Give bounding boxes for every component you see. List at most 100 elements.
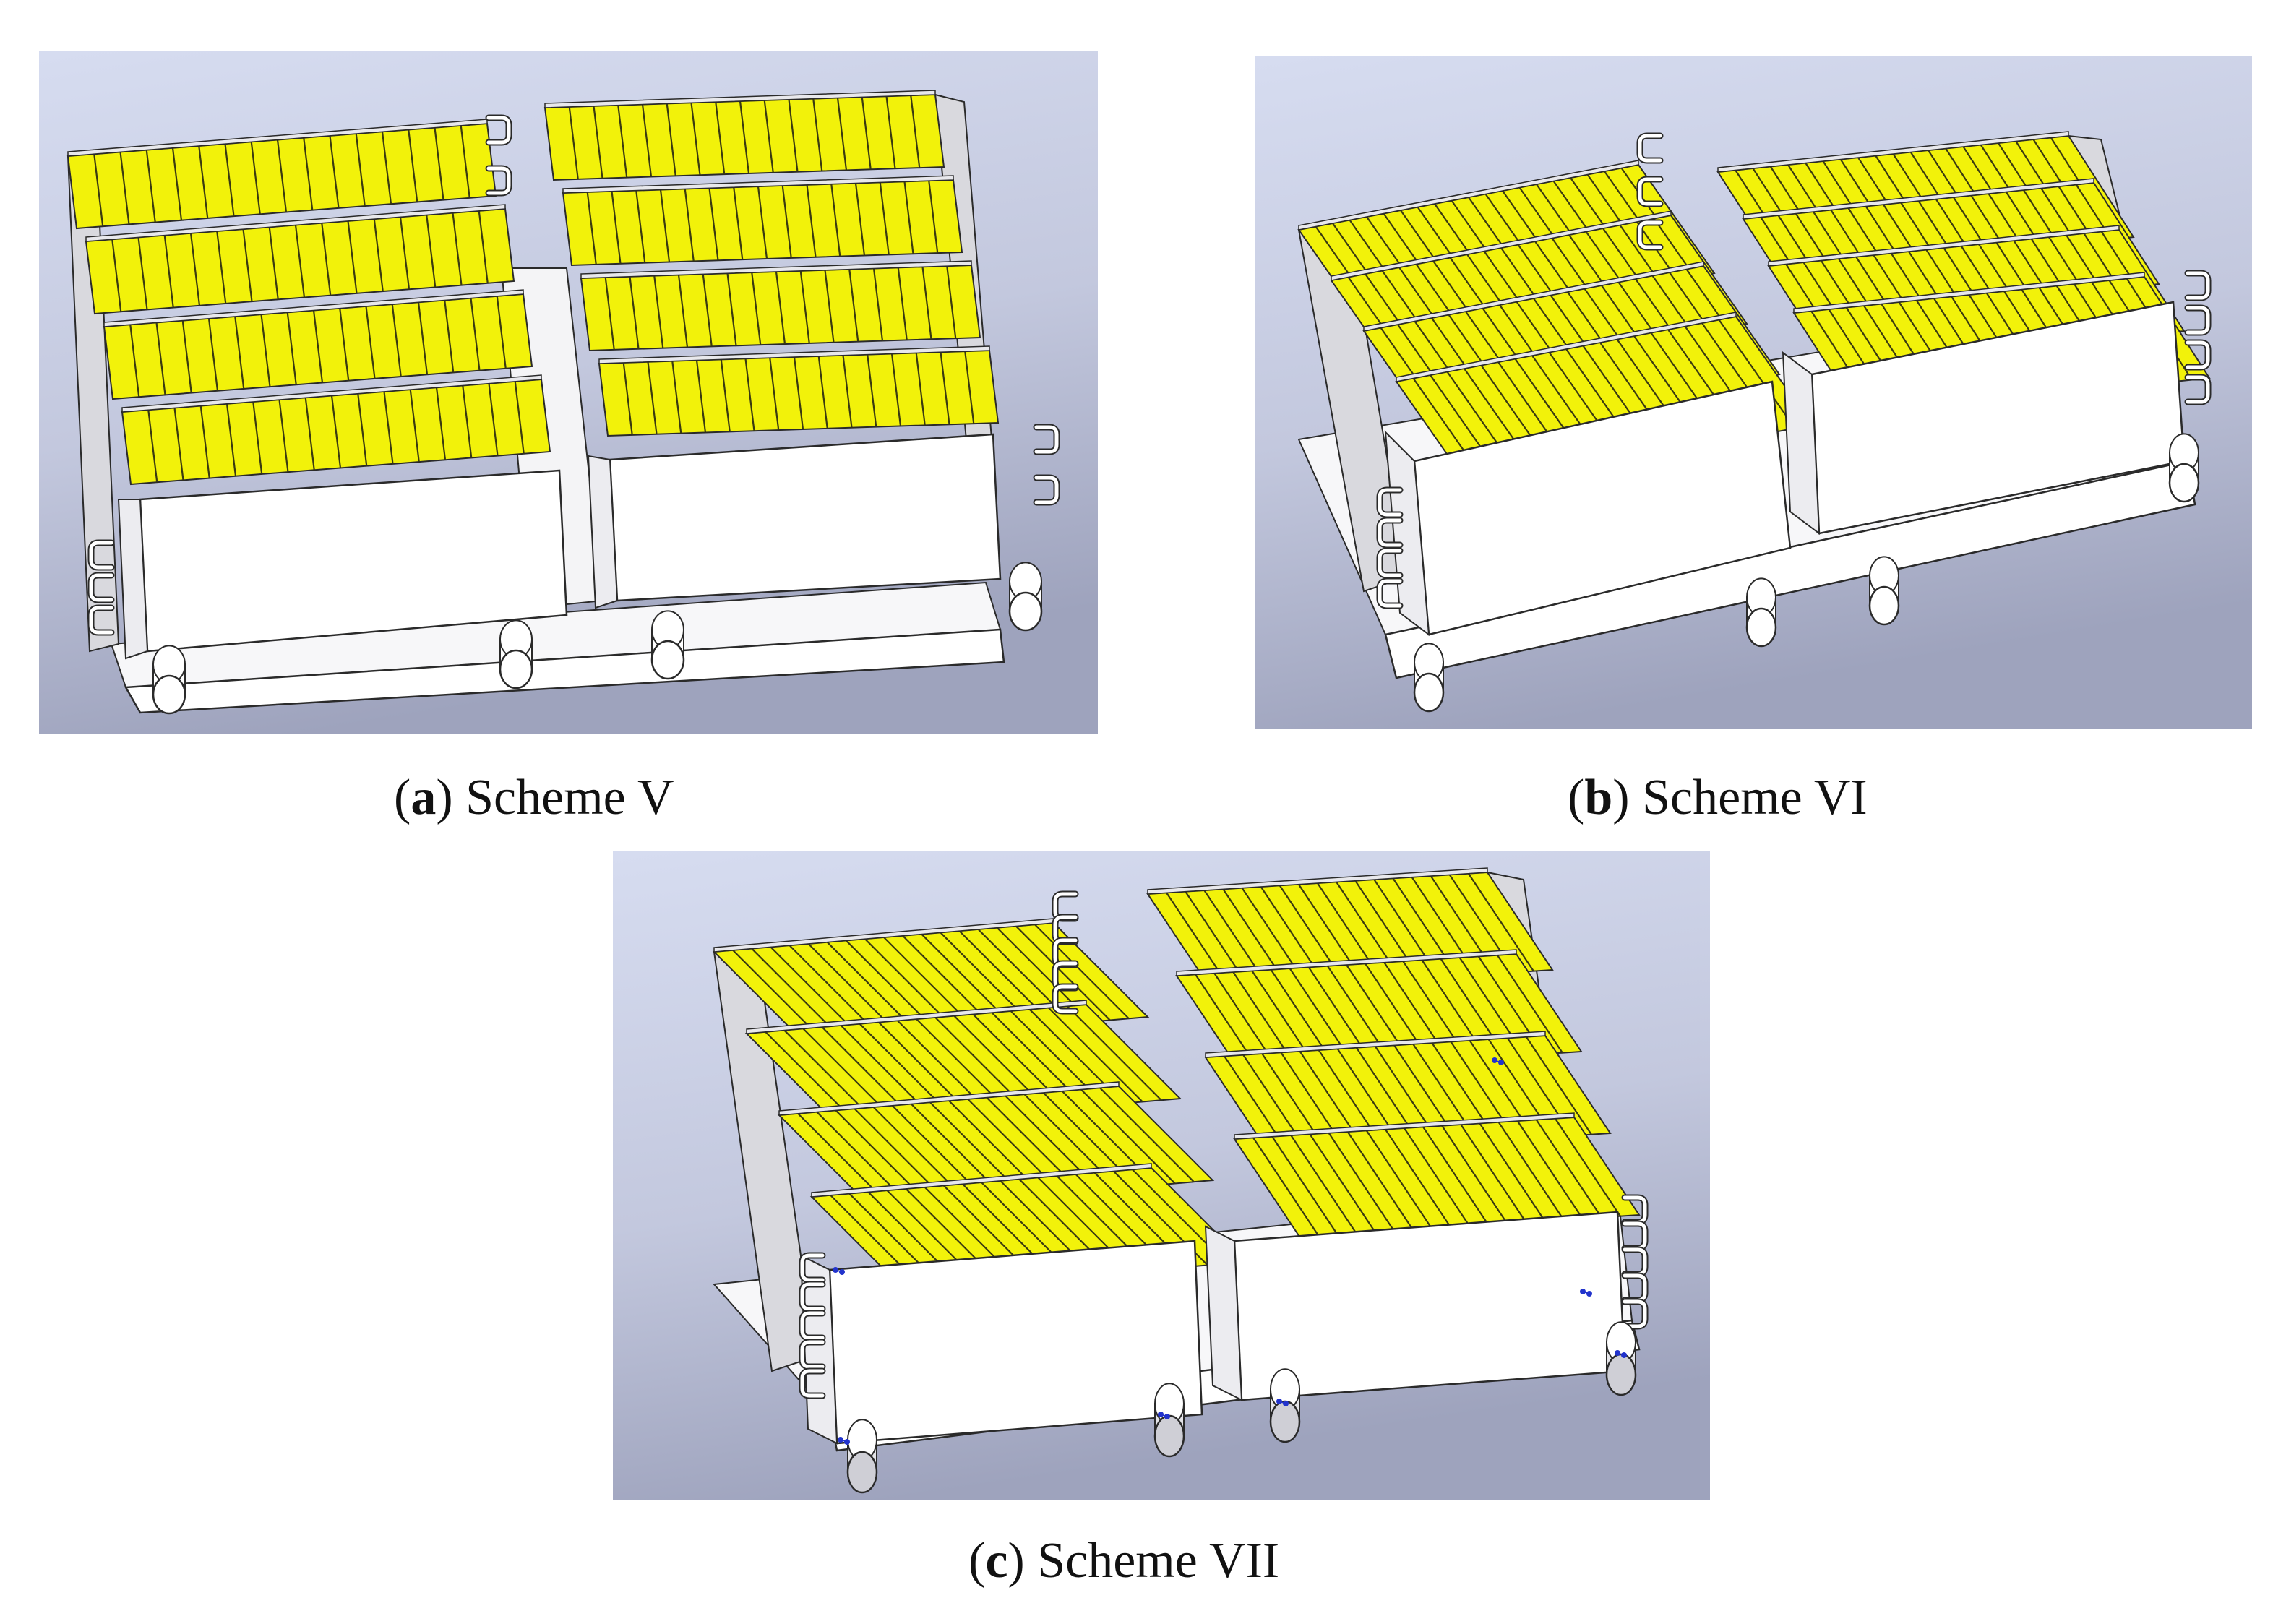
cell-divider xyxy=(695,360,707,433)
cell-divider xyxy=(216,231,227,304)
battery-row-top-edge xyxy=(562,175,954,194)
cell-divider xyxy=(1309,1133,1376,1232)
cell-divider xyxy=(830,184,841,257)
coolant-pipe-end xyxy=(1269,1400,1301,1443)
cell-divider xyxy=(276,139,288,212)
cell-divider xyxy=(1271,1136,1338,1235)
coolant-pipe xyxy=(1605,1321,1637,1396)
coolant-pipe-end xyxy=(1605,1353,1637,1396)
cell-divider xyxy=(1422,1126,1490,1225)
cell-divider xyxy=(647,361,658,434)
sensor-marker xyxy=(1492,1057,1504,1065)
side-connector-stack xyxy=(799,1252,826,1399)
battery-row xyxy=(1233,1112,1641,1238)
battery-row xyxy=(598,345,1000,437)
cell-divider xyxy=(921,267,932,340)
side-connector-inner xyxy=(486,166,511,195)
coolant-pipe xyxy=(152,645,186,715)
cell-divider xyxy=(198,145,209,219)
cell-divider xyxy=(1460,1124,1527,1223)
cell-divider xyxy=(677,275,689,348)
battery-row-top-edge xyxy=(1743,178,2094,220)
cell-divider xyxy=(666,103,676,176)
coolant-pipe xyxy=(1153,1383,1185,1458)
cell-divider xyxy=(671,361,682,434)
side-connector-stack xyxy=(1636,132,1664,251)
cell-divider xyxy=(1554,1118,1621,1217)
side-connector-inner xyxy=(1638,220,1662,249)
cell-divider xyxy=(848,269,859,342)
sensor-marker-link xyxy=(1494,1060,1502,1063)
cell-divider xyxy=(1404,1127,1470,1226)
cell-divider xyxy=(684,189,695,262)
cell-divider xyxy=(586,192,597,265)
cell-divider xyxy=(568,106,579,180)
caption-label: Scheme V xyxy=(465,770,674,825)
cell-divider xyxy=(163,235,174,308)
cell-divider xyxy=(173,408,184,481)
cell-divider xyxy=(910,95,921,168)
battery-row-top-edge xyxy=(746,1000,1087,1034)
module-front-housing xyxy=(828,1240,1203,1445)
side-connector-stack xyxy=(2184,270,2212,405)
cell-divider xyxy=(330,395,342,468)
caption-scheme-vii: (c) Scheme VII xyxy=(968,1533,1280,1589)
scheme-vi-render xyxy=(1255,56,2252,729)
battery-module xyxy=(1716,131,2211,536)
cell-divider xyxy=(726,273,737,346)
cell-divider xyxy=(611,191,622,264)
coolant-pipe xyxy=(1413,643,1445,713)
cell-divider xyxy=(329,135,340,209)
battery-row-top-edge xyxy=(1147,867,1488,895)
battery-row xyxy=(121,374,551,486)
cell-divider xyxy=(708,188,719,261)
cell-divider xyxy=(373,218,384,292)
cell-divider xyxy=(171,147,183,220)
cell-divider xyxy=(739,100,750,174)
coolant-pipe-end xyxy=(846,1451,878,1494)
sensor-marker xyxy=(838,1437,850,1445)
coolant-pipe-end xyxy=(1745,607,1777,648)
cell-divider xyxy=(1365,1130,1432,1229)
cell-divider xyxy=(879,182,890,255)
side-connector-inner xyxy=(800,1253,825,1282)
cell-divider xyxy=(928,180,939,254)
battery-row-top-edge xyxy=(1793,272,2145,314)
sensor-marker-link xyxy=(1582,1291,1590,1294)
side-connector-inner xyxy=(800,1369,825,1398)
cell-divider xyxy=(690,103,701,176)
side-connector-inner xyxy=(1638,134,1662,163)
cell-divider xyxy=(915,353,926,426)
scheme-v-render xyxy=(39,51,1098,734)
cell-divider xyxy=(426,215,437,288)
side-connector-inner xyxy=(1378,579,1402,608)
battery-row xyxy=(580,260,981,352)
cell-divider xyxy=(763,100,774,173)
cell-divider xyxy=(604,277,615,351)
side-connector-inner xyxy=(1638,177,1662,206)
side-connector-stack xyxy=(1052,890,1079,1015)
battery-row-top-edge xyxy=(811,1163,1152,1198)
cell-divider xyxy=(1525,1036,1592,1135)
cell-divider xyxy=(234,316,245,390)
cell-divider xyxy=(1496,955,1563,1054)
cell-divider xyxy=(781,185,792,259)
cell-divider xyxy=(1290,1135,1357,1234)
cell-divider xyxy=(1497,1122,1565,1221)
cell-divider xyxy=(964,351,975,424)
cell-divider xyxy=(417,302,429,375)
cell-divider xyxy=(788,99,799,172)
caption-letter: c xyxy=(985,1533,1008,1589)
cell-divider xyxy=(641,104,653,177)
coolant-pipe-end xyxy=(650,640,685,680)
module-front-side xyxy=(117,499,149,660)
cell-divider xyxy=(1346,1131,1414,1230)
cell-divider xyxy=(250,142,261,215)
battery-row-top-edge xyxy=(121,374,542,413)
cell-divider xyxy=(224,143,235,217)
caption-label: Scheme VII xyxy=(1037,1533,1280,1589)
side-connector-stack xyxy=(485,114,512,197)
battery-module xyxy=(1146,867,1641,1401)
cell-divider xyxy=(435,387,447,460)
battery-row-top-edge xyxy=(1717,131,2069,173)
